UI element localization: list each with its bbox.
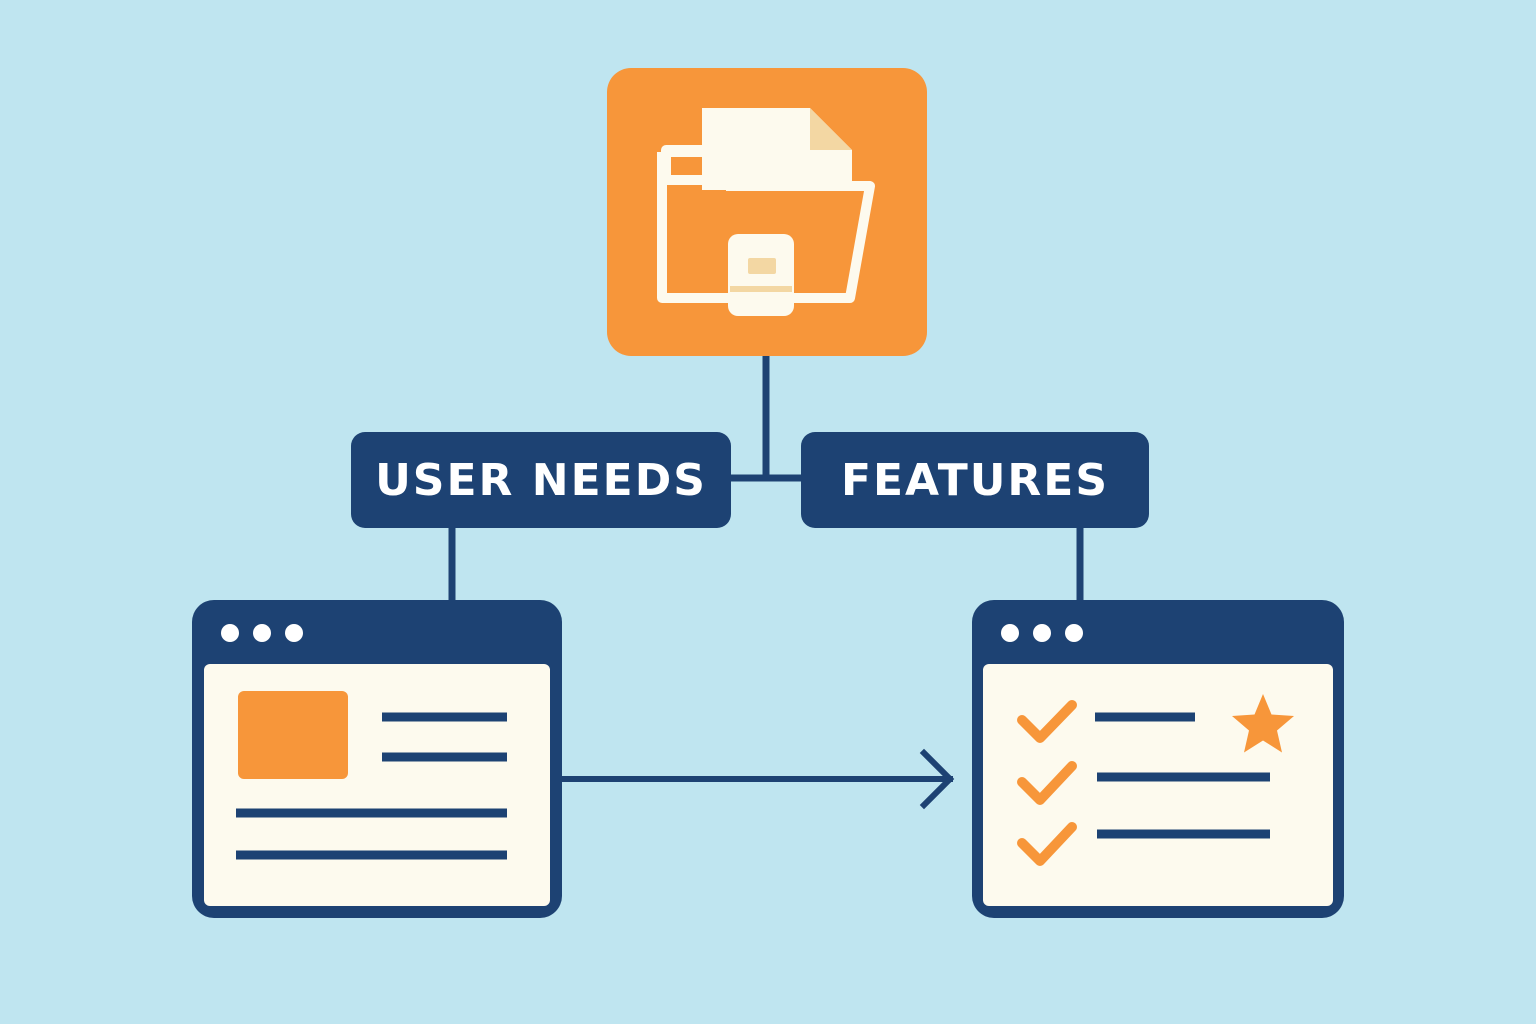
features-text: FEATURES — [840, 454, 1110, 506]
user-needs-label: USER NEEDS — [351, 432, 731, 528]
left-window-dot — [253, 624, 271, 642]
features-label: FEATURES — [801, 432, 1149, 528]
checklist-lines — [1095, 712, 1270, 839]
right-window-dot — [1001, 624, 1019, 642]
folder-with-document-icon — [657, 108, 875, 316]
right-window-dot — [1033, 624, 1051, 642]
user-needs-text: USER NEEDS — [375, 454, 707, 506]
folder-card-bg — [607, 68, 927, 356]
checkmark-icon — [1017, 700, 1077, 866]
text-lines — [236, 712, 507, 860]
image-placeholder — [238, 691, 348, 779]
connector-lines — [448, 355, 1084, 602]
left-window-dot — [285, 624, 303, 642]
browser-window-checklist-icon — [972, 600, 1344, 918]
left-window-dot — [221, 624, 239, 642]
right-window-dot — [1065, 624, 1083, 642]
right-arrow-icon — [559, 748, 955, 810]
folder-card — [607, 68, 927, 356]
star-icon — [1232, 694, 1294, 753]
browser-window-content-icon — [192, 600, 562, 918]
right-window-body — [983, 664, 1333, 906]
